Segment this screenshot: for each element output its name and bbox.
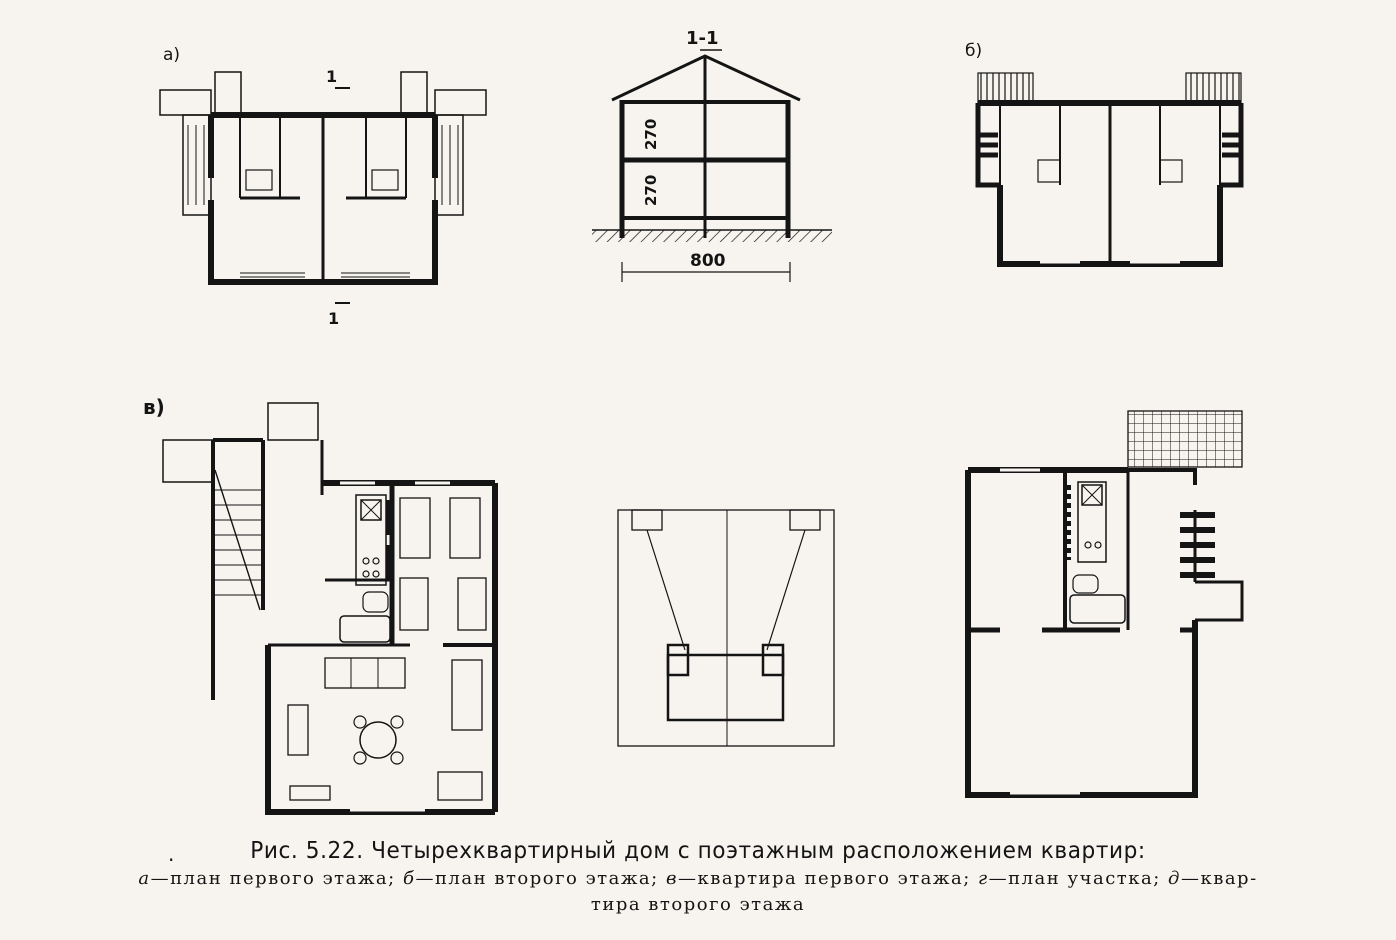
caption-key-v: в — [665, 868, 678, 889]
caption-text-b: —план второго этажа; — [415, 868, 666, 889]
caption-text-g: —план участка; — [988, 868, 1169, 889]
caption-key-b: б — [402, 868, 416, 889]
panel-d-second-floor-apartment — [965, 410, 1244, 798]
panel-b-label: б) — [965, 41, 982, 61]
caption-key-d: д — [1168, 868, 1181, 889]
caption-text-a: —план первого этажа; — [150, 868, 403, 889]
caption-text-d: —квар- — [1180, 868, 1258, 889]
section-width-dimension: 800 — [690, 251, 726, 271]
panel-b-second-floor-plan: б) — [965, 41, 1244, 267]
caption-key-g: г — [977, 868, 989, 889]
panel-v-label: в) — [143, 395, 165, 419]
figure-caption: Рис. 5.22. Четырехквартирный дом с поэта… — [0, 836, 1396, 918]
panel-v-first-floor-apartment: в) — [143, 395, 498, 815]
caption-key-a: а — [138, 868, 151, 889]
caption-legend-line-2: тира второго этажа — [590, 894, 806, 915]
caption-main-line: Рис. 5.22. Четырехквартирный дом с поэта… — [250, 838, 1146, 864]
panel-a-first-floor-plan: а) — [159, 45, 487, 328]
caption-text-v: —квартира первого этажа; — [677, 868, 978, 889]
panel-a-cut-mark-top: 1 — [326, 67, 337, 86]
panel-a-cut-mark-bottom: 1 — [328, 309, 339, 328]
panel-g-site-plan — [617, 509, 835, 747]
panel-section-1-1: 1-1 270 270 800 — [592, 28, 832, 282]
section-floor-height-upper: 270 — [642, 119, 660, 150]
section-title: 1-1 — [686, 28, 719, 49]
caption-legend-line: а—план первого этажа; б—план второго эта… — [0, 866, 1396, 892]
section-floor-height-lower: 270 — [642, 175, 660, 206]
caption-bullet: · — [168, 848, 175, 872]
panel-a-label: а) — [163, 45, 180, 65]
